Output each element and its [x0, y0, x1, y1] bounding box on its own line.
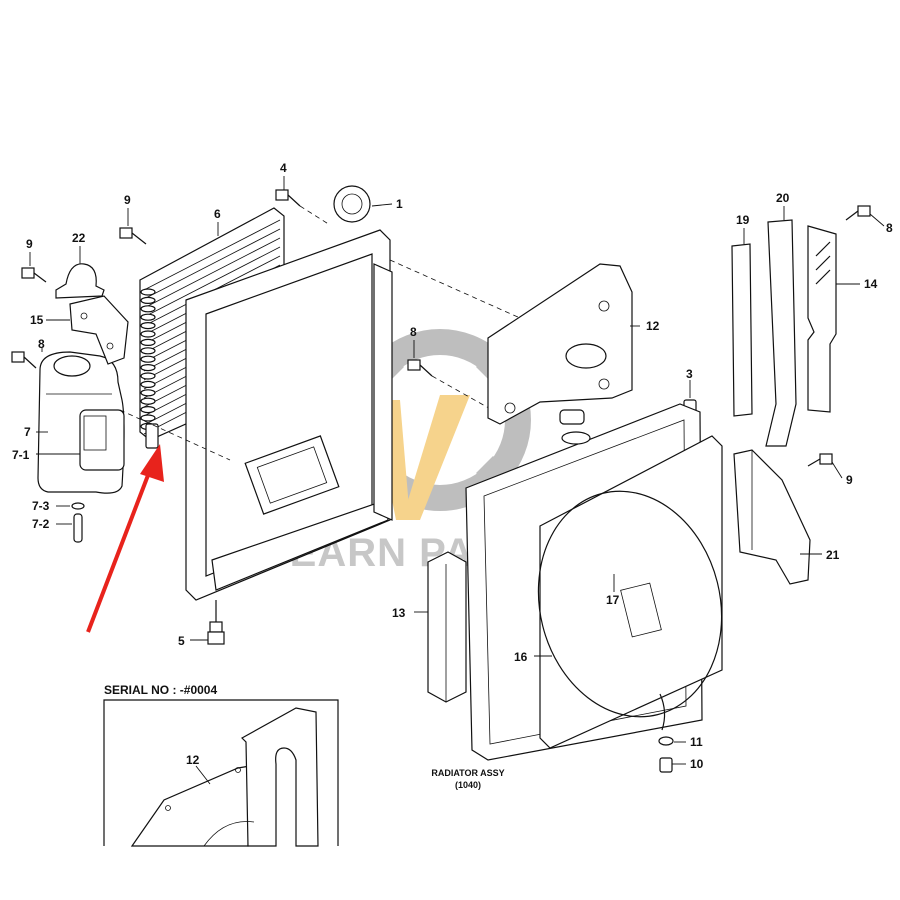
bolt-8-left	[11, 351, 37, 369]
callout-14: 14	[864, 277, 878, 291]
callout-7-2: 7-2	[32, 517, 50, 531]
plug-11	[658, 736, 674, 746]
cooler-tube-end	[140, 414, 156, 422]
callout-6: 6	[214, 207, 221, 221]
bolt-5	[207, 600, 225, 645]
bolt-4	[275, 189, 301, 207]
radiator-caption-line1: RADIATOR ASSY	[431, 768, 504, 778]
callout-5: 5	[178, 634, 185, 648]
cooler-tube-end	[140, 347, 156, 355]
callout-21: 21	[826, 548, 840, 562]
cooler-fin-line	[143, 228, 281, 300]
callout-10: 10	[690, 757, 704, 771]
callout-15: 15	[30, 313, 44, 327]
callout-12: 12	[646, 319, 660, 333]
seal-19	[731, 243, 753, 417]
inset-title: SERIAL NO : -#0004	[104, 683, 217, 697]
bolt-9-right	[807, 453, 833, 467]
tank-drain-hose	[71, 502, 85, 543]
callout-7-1: 7-1	[12, 448, 30, 462]
callout-3: 3	[686, 367, 693, 381]
callouts: 1 3 4 5 6 7 7-1 7-2 7-3 8 8 8 9 9 9 10 1…	[12, 161, 893, 771]
fan-shroud-16	[537, 435, 723, 749]
cooler-fin-line	[143, 237, 281, 309]
radiator-caption-line2: (1040)	[455, 780, 481, 790]
bolt-9-top	[119, 227, 147, 245]
callout-8-left: 8	[38, 337, 45, 351]
plug-10	[659, 757, 673, 773]
callout-8-center: 8	[410, 325, 417, 339]
cooler-tube-end	[140, 313, 156, 321]
callout-8-right: 8	[886, 221, 893, 235]
callout-9-right: 9	[846, 473, 853, 487]
cooler-tube-end	[140, 364, 156, 372]
callout-7-3: 7-3	[32, 499, 50, 513]
bracket-21	[733, 449, 811, 585]
leader-lines	[29, 176, 885, 765]
callout-19: 19	[736, 213, 750, 227]
callout-22: 22	[72, 231, 86, 245]
frame-1	[185, 185, 393, 601]
cooler-tube-end	[140, 389, 156, 397]
seal-20	[765, 219, 797, 447]
red-arrow-pointer	[86, 444, 164, 633]
callout-16: 16	[514, 650, 528, 664]
bolt-8-center	[407, 359, 433, 377]
bolt-8-right	[845, 205, 871, 221]
cooler-tube-end	[140, 305, 156, 313]
cooler-tube-end	[140, 296, 156, 304]
clamp-22	[55, 263, 105, 299]
cooler-tube-end	[140, 406, 156, 414]
cooler-tube-end	[140, 355, 156, 363]
shroud-plate-12	[487, 263, 633, 425]
cooler-tube-end	[140, 322, 156, 330]
cooler-tube-end	[140, 372, 156, 380]
cooler-tube-end	[140, 288, 156, 296]
callout-11: 11	[690, 735, 703, 749]
bracket-15	[69, 295, 129, 365]
callout-1: 1	[396, 197, 403, 211]
cooler-tube-end	[140, 330, 156, 338]
radiator-caption: RADIATOR ASSY (1040)	[431, 768, 504, 790]
callout-9-top: 9	[124, 193, 131, 207]
callout-4: 4	[280, 161, 287, 175]
cooler-tube-end	[140, 338, 156, 346]
plate-14	[807, 225, 837, 413]
bolt-9-left	[21, 267, 47, 283]
callout-20: 20	[776, 191, 790, 205]
serial-inset: SERIAL NO : -#0004 12	[103, 683, 339, 847]
reservoir-tank	[37, 351, 125, 494]
callout-7: 7	[24, 425, 31, 439]
cooler-fin-line	[143, 219, 281, 291]
cooler-fin-line	[143, 246, 281, 318]
callout-13: 13	[392, 606, 406, 620]
cooler-tube-end	[140, 380, 156, 388]
cooler-tube-end	[140, 397, 156, 405]
seal-13	[427, 551, 467, 703]
callout-9-left: 9	[26, 237, 33, 251]
callout-12-inset: 12	[186, 753, 200, 767]
callout-17: 17	[606, 593, 620, 607]
